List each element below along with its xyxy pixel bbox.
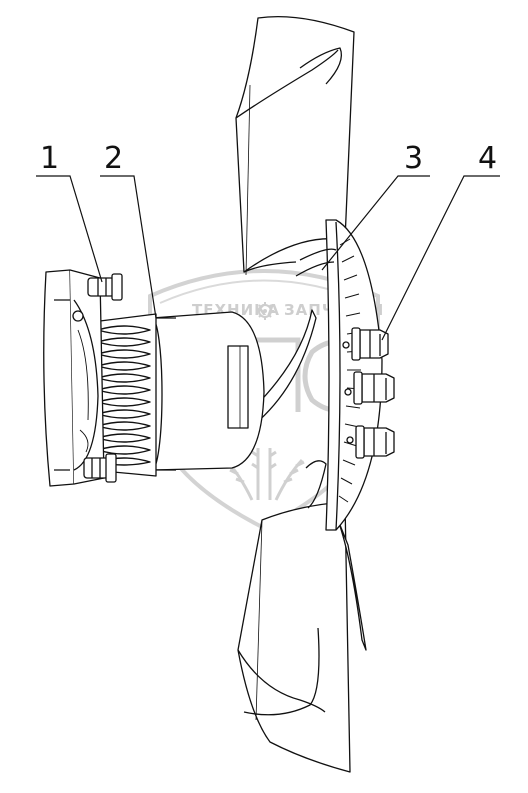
fan-blade-side: [337, 519, 367, 651]
hub-bolt-2: [353, 371, 395, 405]
callout-2-label: 2: [104, 141, 123, 176]
callout-2: 2: [100, 141, 157, 319]
hub-bolt-3: [355, 425, 395, 459]
hub-bolt-1: [351, 327, 389, 361]
flange-bolt-top: [87, 273, 123, 301]
fan-blade-bottom: [237, 501, 351, 773]
callouts: 1 2 3 4: [36, 141, 500, 341]
callout-1-label: 1: [40, 141, 59, 176]
fan-drawing: [43, 15, 395, 773]
callout-4: 4: [381, 141, 500, 341]
drive-drum: [141, 311, 265, 471]
callout-3: 3: [321, 141, 430, 271]
fan-blade-top: [235, 15, 355, 276]
callout-4-label: 4: [478, 141, 497, 176]
flange-bolt-bottom: [83, 453, 117, 483]
callout-3-label: 3: [404, 141, 423, 176]
gear-icon: [256, 302, 274, 320]
mounting-flange: [43, 269, 105, 487]
callout-1: 1: [36, 141, 103, 283]
